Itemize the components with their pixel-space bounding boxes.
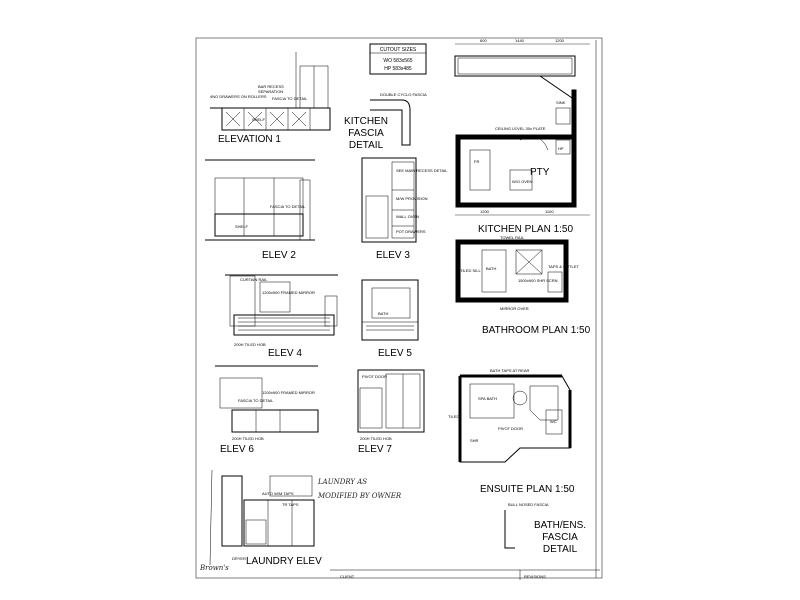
wc-label: WC	[550, 419, 557, 424]
separation-label: SEPARATION	[258, 89, 283, 94]
elevation-1-drawing: BAR RECESS SEPARATION FASCIA TO DETAIL 4…	[210, 52, 331, 131]
elev-7-title: ELEV 7	[358, 444, 392, 455]
tiled-sill-label: TILED SILL	[460, 268, 481, 273]
framed-mirror-label-6: 1200x900 FRAMED MIRROR	[262, 390, 315, 395]
bath-taps-label: BATH TAPS AT REAR	[490, 368, 530, 373]
elev-6-title: ELEV 6	[220, 444, 254, 455]
dim-label: 1100	[545, 209, 554, 214]
curtain-rail-label: CURTAIN RAIL	[240, 277, 268, 282]
dryer-label: DRYER	[232, 556, 246, 561]
wall-oven-label: WALL OVEN	[396, 214, 419, 219]
fascia-detail-label-2: FASCIA TO DETAIL	[270, 204, 306, 209]
dim-label: 600	[480, 38, 487, 43]
elev-5-drawing: BATH	[361, 279, 419, 341]
kitchen-fascia-detail-drawing: DOUBLE CYCLO FASCIA	[370, 92, 427, 146]
title-block: CLIENT REVISIONS	[330, 569, 600, 580]
elev-3-title: ELEV 3	[376, 250, 410, 261]
elev-5-title: ELEV 5	[378, 348, 412, 359]
bath-fascia-detail-drawing: BULL NOSED FASCIA	[504, 502, 549, 549]
hp-label: HP	[558, 146, 564, 151]
taps-outlet-label: TAPS & OUTLET	[548, 264, 579, 269]
see-main-recess-label: SEE MAIN RECESS DETAIL	[396, 168, 448, 173]
elevation-1-title: ELEVATION 1	[218, 134, 281, 145]
bathroom-plan-drawing: BATH 1500x900 SHR SCRN TAPS & OUTLET TIL…	[455, 235, 579, 311]
elev-2-drawing: FASCIA TO DETAIL SHELF	[205, 159, 315, 241]
ensuite-shr-label: SHR	[470, 438, 479, 443]
fr-label: FR	[474, 159, 479, 164]
sheet-border	[195, 37, 603, 579]
towel-rail-label: TOWEL RAIL	[500, 235, 525, 240]
laundry-note-2: MODIFIED BY OWNER	[317, 492, 402, 500]
framed-mirror-label-4: 1200x900 FRAMED MIRROR	[262, 290, 315, 295]
mw-provision-label: M/W PROVISION	[396, 196, 428, 201]
tr-taps-label: TR TAPS	[282, 502, 299, 507]
kitchen-plan-title: KITCHEN PLAN 1:50	[478, 224, 573, 235]
tiled-hob-label-7: 200H TILED HOB	[360, 436, 392, 441]
ensuite-plan-title: ENSUITE PLAN 1:50	[480, 484, 575, 495]
fascia-detail-label: FASCIA TO DETAIL	[272, 96, 308, 101]
double-cyclo-label: DOUBLE CYCLO FASCIA	[380, 92, 427, 97]
elev-3-drawing: SEE MAIN RECESS DETAIL M/W PROVISION WAL…	[361, 157, 448, 243]
laundry-elev-title: LAUNDRY ELEV	[246, 556, 322, 567]
bath-fascia-title-1: BATH/ENS.	[534, 520, 586, 531]
elev-4-drawing: CURTAIN RAIL 1200x900 FRAMED MIRROR 200H…	[225, 274, 338, 347]
shelf-label-2: SHELF	[235, 224, 248, 229]
dim-label: 1440	[515, 38, 525, 43]
bath-fascia-title-3: DETAIL	[543, 544, 578, 555]
mirror-over-label: MIRROR OVER	[500, 306, 529, 311]
pty-label: PTY	[530, 167, 550, 178]
cutout-title: CUTOUT SIZES	[380, 47, 417, 53]
bath-label-5: BATH	[378, 311, 388, 316]
client-label: CLIENT	[340, 574, 355, 579]
auto-wm-taps-label: AUTO W/M TAPS	[262, 491, 294, 496]
bathroom-plan-title: BATHROOM PLAN 1:50	[482, 325, 591, 336]
cutout-line-2: HP 583x485	[384, 66, 412, 72]
elev-6-drawing: 1200x900 FRAMED MIRROR FASCIA TO DETAIL …	[215, 365, 319, 441]
bath-label-plan: BATH	[486, 266, 496, 271]
ceiling-label: CEILING LEVEL 30x PLATE	[495, 126, 546, 131]
cutout-line-1: WO 583x565	[383, 58, 412, 64]
shelf-label: SHELF	[252, 117, 265, 122]
ensuite-pivot-label: PIVOT DOOR	[498, 426, 523, 431]
cutout-sizes-box: CUTOUT SIZES WO 583x565 HP 583x485	[369, 43, 427, 75]
tiled-hob-label-6: 200H TILED HOB	[232, 436, 264, 441]
pot-drawers-label: POT DRAWERS	[396, 229, 426, 234]
tiled-hob-label-4: 200H TILED HOB	[234, 342, 266, 347]
fascia-detail-label-6: FASCIA TO DETAIL	[238, 398, 274, 403]
ensuite-tiled-label: TILED	[448, 414, 459, 419]
signature: Brown's	[199, 564, 229, 572]
drawers-label: 4NO DRAWERS ON ROLLERS	[210, 94, 267, 99]
kitchen-plan-drawing: 600 1440 1200 FR W/O OVEN PTY CEILING LE…	[454, 38, 590, 216]
kitchen-fascia-title-2: FASCIA	[348, 128, 384, 139]
laundry-elev-drawing: AUTO W/M TAPS TR TAPS DRYER LAUNDRY AS M…	[209, 469, 402, 566]
bull-nosed-label: BULL NOSED FASCIA	[508, 502, 549, 507]
dim-label: 1200	[555, 38, 565, 43]
revisions-label: REVISIONS	[524, 574, 546, 579]
wo-oven-label: W/O OVEN	[512, 179, 533, 184]
elev-7-drawing: PIVOT DOOR 200H TILED HOB	[357, 369, 425, 441]
bar-recess-label: BAR RECESS	[258, 84, 284, 89]
dim-label: 1200	[480, 209, 490, 214]
elev-2-title: ELEV 2	[262, 250, 296, 261]
laundry-note-1: LAUNDRY AS	[317, 478, 367, 486]
elev-4-title: ELEV 4	[268, 348, 302, 359]
pivot-door-label: PIVOT DOOR	[362, 374, 387, 379]
ensuite-plan-drawing: WC SPA BATH BATH TAPS AT REAR SHR PIVOT …	[448, 368, 572, 463]
bath-fascia-title-2: FASCIA	[542, 532, 578, 543]
kitchen-fascia-title-3: DETAIL	[349, 140, 384, 151]
shr-scrn-label: 1500x900 SHR SCRN	[518, 278, 558, 283]
spa-bath-label: SPA BATH	[478, 396, 497, 401]
sink-label: SINK	[556, 100, 566, 105]
kitchen-fascia-title-1: KITCHEN	[344, 116, 388, 127]
